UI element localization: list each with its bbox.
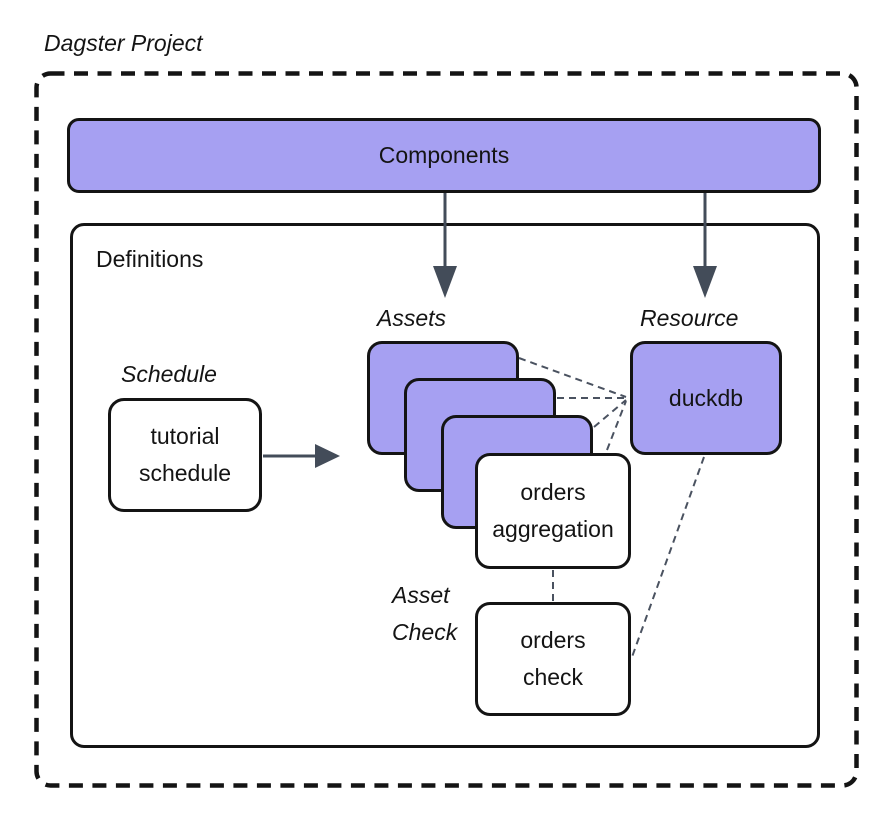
tutorial-schedule-node: tutorial schedule — [108, 398, 262, 512]
components-node: Components — [67, 118, 821, 193]
resource-group-label: Resource — [640, 305, 739, 331]
project-title: Dagster Project — [44, 30, 203, 56]
schedule-group-label: Schedule — [121, 361, 217, 387]
asset-check-label-line2: Check — [392, 619, 458, 645]
arrow-components-to-resource — [693, 193, 717, 298]
orders-aggregation-line1: orders — [520, 479, 586, 505]
edge-asset1-duckdb — [518, 357, 627, 398]
asset-check-group-label: Asset Check — [392, 577, 457, 651]
definitions-label: Definitions — [96, 246, 204, 272]
arrowhead-down-icon — [693, 266, 717, 298]
assets-group-label: Assets — [377, 305, 447, 331]
orders-check-line2: check — [522, 664, 584, 690]
asset-check-label-line1: Asset — [392, 582, 450, 608]
orders-check-node: orders check — [475, 602, 631, 716]
arrowhead-down-icon — [433, 266, 457, 298]
arrow-components-to-assets — [433, 193, 457, 298]
components-label: Components — [378, 142, 510, 168]
arrow-schedule-to-assets — [263, 444, 340, 468]
arrowhead-right-icon — [315, 444, 340, 468]
project-boundary-dashed-border — [34, 71, 859, 788]
orders-check-line1: orders — [520, 627, 586, 653]
orders-aggregation-node: orders aggregation — [475, 453, 631, 569]
edge-asset3-duckdb — [593, 399, 627, 428]
duckdb-node: duckdb — [630, 341, 782, 455]
tutorial-schedule-line1: tutorial — [150, 423, 220, 449]
edge-duckdb-orders-check — [631, 456, 705, 658]
tutorial-schedule-line2: schedule — [138, 460, 232, 486]
orders-aggregation-line2: aggregation — [492, 516, 614, 542]
duckdb-label: duckdb — [668, 384, 744, 411]
edge-orders-aggregation-duckdb — [606, 400, 627, 451]
